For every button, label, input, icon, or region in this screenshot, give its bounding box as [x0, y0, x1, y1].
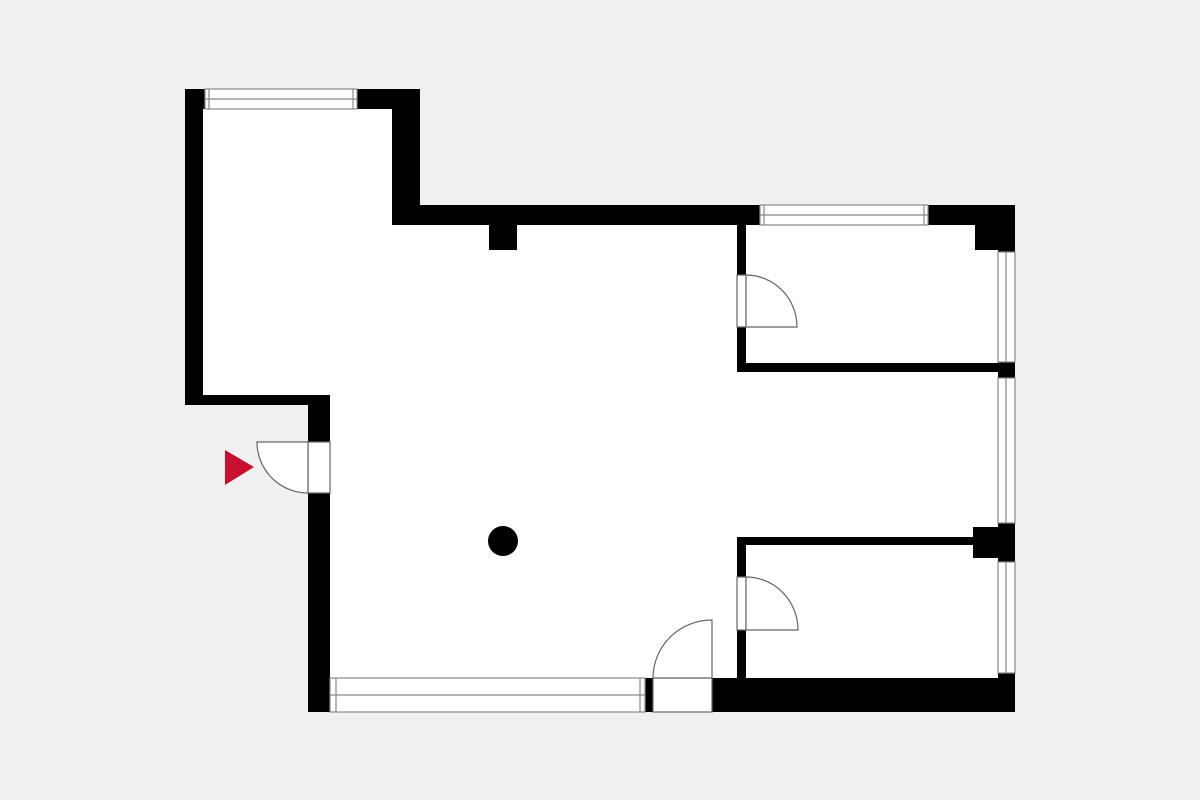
room1-door[interactable] — [736, 274, 798, 328]
window-top-right — [759, 204, 929, 226]
window-bottom — [329, 677, 646, 713]
column-icon — [488, 526, 518, 556]
window-right-3 — [997, 561, 1016, 674]
bottom-door[interactable] — [652, 619, 713, 713]
floor-area — [203, 109, 998, 678]
room2-door[interactable] — [736, 576, 799, 631]
entrance-arrow-icon — [225, 450, 254, 485]
entrance-door[interactable] — [256, 441, 331, 494]
window-right-1 — [997, 251, 1016, 363]
window-top-left — [204, 88, 358, 110]
walls — [185, 89, 1015, 712]
window-right-2 — [997, 377, 1016, 524]
